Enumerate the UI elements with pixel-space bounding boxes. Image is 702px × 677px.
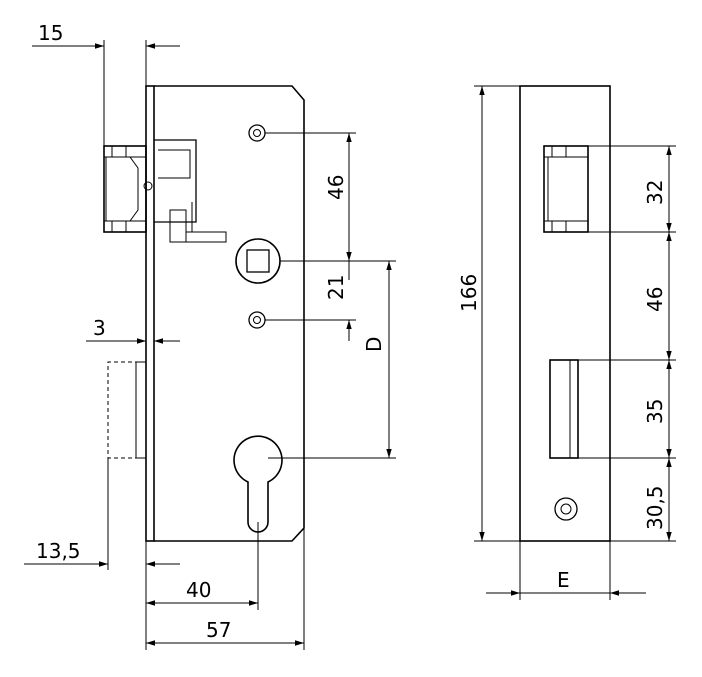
front-view-dimensions: 166 32 46 35 30,5 E	[457, 85, 676, 600]
deadbolt-face	[549, 359, 579, 459]
dim-15: 15	[38, 21, 63, 45]
dim-46-front: 46	[643, 287, 667, 312]
front-view	[519, 85, 611, 542]
dim-35: 35	[643, 399, 667, 424]
dim-E: E	[557, 568, 570, 592]
front-plate-side	[145, 85, 155, 542]
handle-follower	[235, 238, 281, 284]
deadbolt-extended-outline	[107, 361, 147, 459]
dim-40: 40	[186, 578, 211, 602]
side-view-dimensions: 15 3 13,5 40 57 46 21 D	[24, 21, 396, 650]
cylinder-cutout	[233, 435, 283, 533]
dim-30-5: 30,5	[643, 485, 667, 530]
dim-166: 166	[457, 274, 481, 312]
front-plate-face	[519, 85, 611, 542]
dim-32: 32	[643, 180, 667, 205]
dim-46-side: 46	[324, 175, 348, 200]
lock-case-outline	[154, 85, 305, 542]
dim-57: 57	[206, 618, 231, 642]
dim-21: 21	[324, 275, 348, 300]
top-screw-hole	[248, 124, 266, 142]
dim-D: D	[362, 337, 386, 352]
dim-13-5: 13,5	[36, 539, 81, 563]
bottom-screw-hole	[248, 311, 266, 329]
dim-3: 3	[93, 316, 106, 340]
latch-side	[103, 145, 147, 233]
latch-face	[543, 145, 589, 233]
side-view	[103, 85, 305, 542]
front-screw	[554, 497, 578, 521]
latch-mechanism	[143, 139, 227, 243]
